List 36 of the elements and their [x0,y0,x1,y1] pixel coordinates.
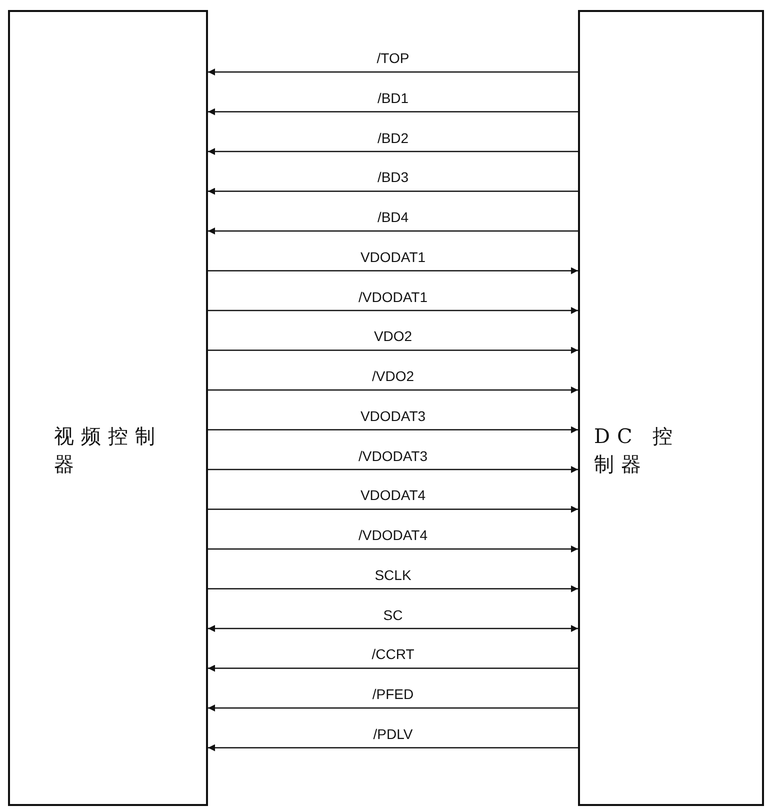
signal-label: /VDO2 [370,368,416,384]
signal-arrow [208,307,578,314]
signal-arrow [208,386,578,394]
signal-arrow [208,148,578,155]
signal-arrow [208,506,578,513]
signal-arrow [208,704,578,712]
controller-label: 视频控制器 [54,423,163,478]
signal-arrow [208,744,578,752]
signal-label: /BD2 [375,130,411,146]
signal-arrow [208,426,578,434]
signal-label: /VDODAT3 [356,448,430,464]
signal-arrow [208,466,578,473]
signal-label: /TOP [374,50,412,66]
signal-label: /PDLV [371,726,415,742]
signal-arrow [208,228,578,234]
signal-label: /PFED [370,686,416,702]
controller-box [8,10,208,806]
signal-arrow [208,346,578,354]
signal-arrow [208,664,578,672]
signal-arrow [208,625,578,632]
signal-label: /BD1 [375,90,411,106]
controller-box [578,10,764,806]
signal-arrow [208,188,578,195]
signal-label: /BD4 [375,209,411,225]
signal-label: /VDODAT4 [356,527,430,543]
signal-label: VDO2 [372,328,414,344]
signal-label: /CCRT [370,646,416,662]
signal-arrow [208,68,578,76]
signal-arrow [208,267,578,274]
signal-arrow [208,546,578,552]
signal-arrow [208,585,578,592]
signal-arrow [208,108,578,116]
signal-label: VDODAT4 [358,487,428,504]
signal-label: /VDODAT1 [356,288,430,304]
signal-label: /BD3 [375,169,411,186]
controller-label: DC 控制器 [594,423,681,478]
